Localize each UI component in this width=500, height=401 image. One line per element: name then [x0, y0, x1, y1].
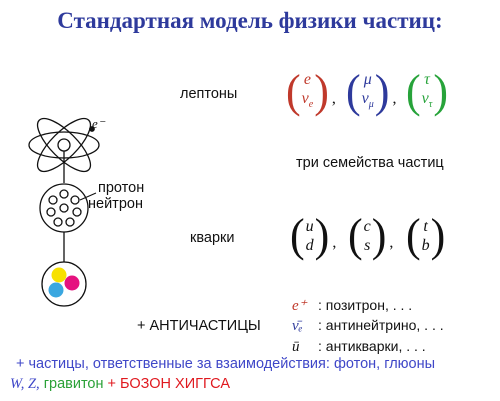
- antiparticle-symbol: e⁺: [292, 298, 307, 314]
- right-paren: ): [314, 209, 330, 262]
- antiparticle-symbol: ū: [292, 339, 300, 355]
- right-paren: ): [374, 65, 390, 118]
- lepton-top: μ: [363, 71, 372, 88]
- separator: ,: [389, 234, 394, 251]
- right-paren: ): [314, 65, 329, 118]
- antiparticle-symbol: ν̄ₑ: [292, 318, 303, 334]
- force-carriers-text: + частицы, ответственные за взаимодейств…: [16, 356, 436, 372]
- page-title: Стандартная модель физики частиц:: [57, 8, 443, 33]
- antiparticle-row: ū : антикварки, . . .: [292, 338, 426, 356]
- lepton-bottom: νe: [301, 90, 314, 111]
- left-paren: (: [406, 209, 421, 262]
- lepton-bottom: ντ: [421, 90, 433, 111]
- left-paren: (: [346, 65, 361, 118]
- nucleus-icon: [39, 183, 89, 233]
- lepton-top: e: [303, 71, 311, 88]
- electron-label: e⁻: [92, 116, 105, 131]
- separator: ,: [331, 90, 336, 108]
- left-paren: (: [286, 65, 301, 118]
- separator: ,: [332, 234, 337, 251]
- families-label: три семейства частиц: [296, 155, 444, 171]
- lepton-pair: e νe: [301, 70, 315, 114]
- nucleon-quarks-icon: [41, 261, 87, 307]
- bosons-line: W, Z, гравитон + БОЗОН ХИГГСА: [10, 376, 230, 393]
- lepton-top: τ: [424, 71, 430, 88]
- force-carriers-line: + частицы, ответственные за взаимодейств…: [16, 356, 435, 372]
- quark-bottom: d: [305, 237, 314, 254]
- quarks-label: кварки: [190, 230, 235, 246]
- quark-top: c: [363, 218, 371, 235]
- right-paren: ): [430, 209, 446, 262]
- leptons-label: лептоны: [180, 86, 238, 102]
- left-paren: (: [348, 209, 363, 262]
- antiparticle-name: : позитрон, . . .: [318, 297, 413, 313]
- right-paren: ): [433, 65, 449, 118]
- lepton-doublet: (e νe),: [286, 65, 336, 118]
- proton-label: протон: [98, 180, 145, 196]
- antiparticle-row: e⁺ : позитрон, . . .: [292, 296, 412, 315]
- quark-bottom: s: [364, 237, 371, 254]
- quark-bottom: b: [421, 237, 430, 254]
- graviton-text: гравитон: [43, 376, 104, 392]
- neutron-label: нейтрон: [88, 196, 143, 212]
- left-paren: (: [290, 209, 305, 262]
- lepton-doublet: (μ νμ),: [346, 65, 397, 118]
- lepton-pair: τ ντ: [421, 70, 434, 114]
- higgs-text: + БОЗОН ХИГГСА: [107, 376, 231, 392]
- wz-bosons: W, Z,: [10, 376, 40, 392]
- right-paren: ): [371, 209, 387, 262]
- lepton-pair: μ νμ: [361, 70, 375, 114]
- antiparticle-name: : антинейтрино, . . .: [318, 317, 444, 333]
- atom-icon: [28, 117, 100, 173]
- lepton-bottom: νμ: [361, 90, 374, 111]
- quark-top: t: [423, 218, 428, 235]
- antiparticles-label: + АНТИЧАСТИЦЫ: [137, 318, 261, 334]
- left-paren: (: [406, 65, 421, 118]
- antiparticle-row: ν̄ₑ : антинейтрино, . . .: [292, 317, 444, 335]
- quark-top: u: [305, 218, 314, 235]
- lepton-doublet: (τ ντ): [406, 65, 449, 118]
- separator: ,: [392, 90, 397, 108]
- antiparticle-name: : антикварки, . . .: [318, 338, 426, 354]
